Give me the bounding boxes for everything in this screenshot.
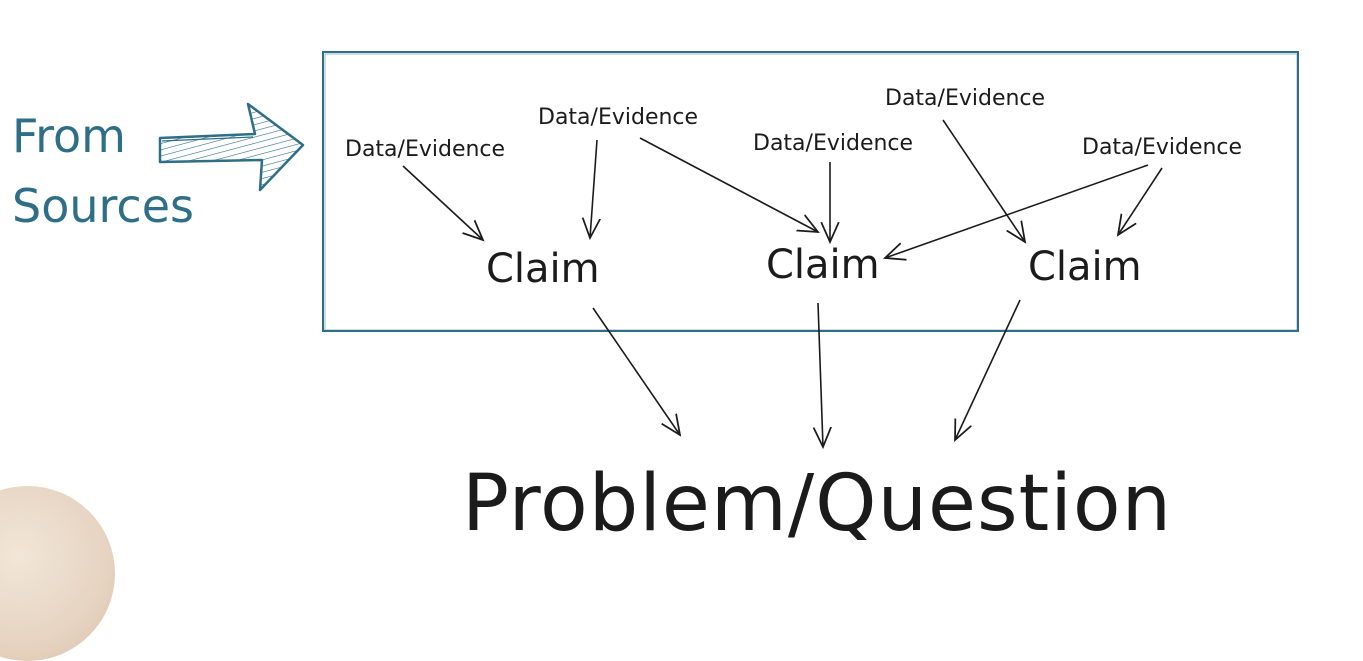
claim-label-3: Claim — [1028, 244, 1142, 290]
arrow-ev1-claim1 — [402, 165, 483, 240]
evidence-label-1: Data/Evidence — [345, 137, 505, 162]
from-label: From — [12, 109, 126, 163]
arrow-claim1-problem — [592, 307, 680, 435]
diagram-canvas: From Sources Data/Evidence Data/Evidence… — [12, 51, 1299, 549]
claims-box — [322, 51, 1299, 332]
arrow-ev2-claim1 — [590, 139, 597, 238]
claim-arrows — [592, 299, 1021, 447]
arrow-claim3-problem — [955, 299, 1021, 440]
sources-label: Sources — [12, 179, 194, 233]
evidence-label-4: Data/Evidence — [885, 86, 1045, 111]
evidence-arrows — [402, 119, 1163, 258]
arrow-ev4-claim3 — [942, 119, 1025, 242]
arrow-ev5-claim2 — [885, 164, 1149, 258]
sources-arrow-icon — [158, 102, 305, 192]
problem-question-label: Problem/Question — [462, 459, 1172, 549]
arrow-ev2-claim2 — [639, 137, 818, 232]
claim-label-1: Claim — [486, 246, 600, 292]
evidence-label-2: Data/Evidence — [538, 105, 698, 130]
evidence-label-3: Data/Evidence — [753, 131, 913, 156]
claim-label-2: Claim — [766, 242, 880, 288]
evidence-label-5: Data/Evidence — [1082, 135, 1242, 160]
arrow-claim2-problem — [818, 302, 823, 447]
arrow-ev5-claim3 — [1118, 167, 1163, 235]
